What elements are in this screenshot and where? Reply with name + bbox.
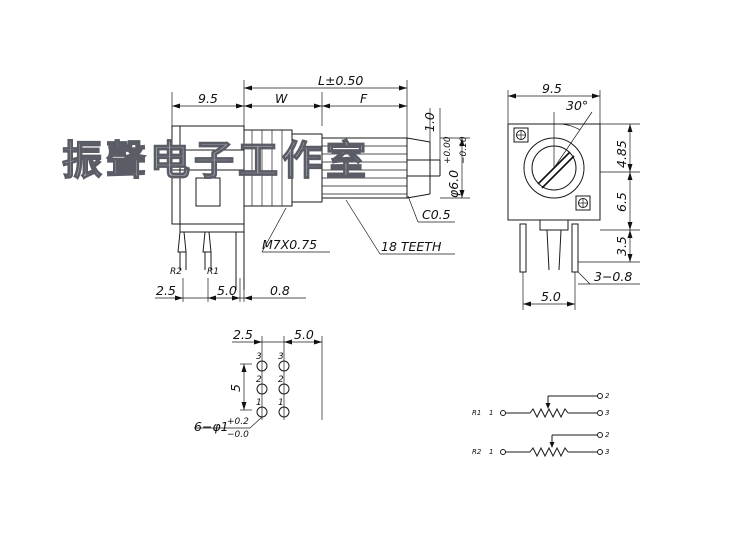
dim-f: F bbox=[360, 91, 368, 106]
dim-shaft-diameter: φ6.0 bbox=[446, 170, 461, 198]
schematic-r1-pin1: 1 bbox=[489, 409, 493, 417]
dim-front-mid: 6.5 bbox=[614, 192, 629, 212]
pad-label: 2 bbox=[256, 375, 262, 385]
schematic: R1 1 3 2 R2 1 3 2 bbox=[472, 392, 610, 458]
label-chamfer: C0.5 bbox=[422, 207, 451, 222]
dim-shaft-tol-lower: −0.10 bbox=[459, 136, 469, 164]
dim-fp-hole: 6−φ1 bbox=[194, 419, 229, 434]
watermark-text: 振聲电子工作室 bbox=[62, 137, 370, 184]
dim-body-depth: 9.5 bbox=[198, 91, 218, 106]
dim-w: W bbox=[275, 91, 288, 106]
pin-label-r2: R2 bbox=[170, 267, 182, 277]
schematic-r2-pin3: 3 bbox=[605, 448, 609, 456]
pad-label: 3 bbox=[256, 352, 262, 362]
label-teeth: 18 TEETH bbox=[381, 239, 442, 254]
dim-shaft-tol-upper: +0.00 bbox=[443, 136, 453, 164]
pad-label: 1 bbox=[278, 398, 284, 408]
pcb-footprint: 2.5 5.0 5 3 3 2 2 1 1 6−φ1 +0.2 −0.0 bbox=[194, 327, 323, 440]
dim-fp-hole-tol-lower: −0.0 bbox=[227, 430, 249, 440]
side-view: L±0.50 9.5 W F bbox=[155, 73, 470, 302]
dim-top-offset: 1.0 bbox=[422, 112, 437, 132]
pad-label: 3 bbox=[278, 352, 284, 362]
dim-pin-a: 2.5 bbox=[156, 283, 176, 298]
dim-pin-b: 5.0 bbox=[217, 283, 237, 298]
schematic-r2-pin1: 1 bbox=[489, 448, 493, 456]
dim-pin-c: 0.8 bbox=[270, 283, 290, 298]
schematic-r1-pin3: 3 bbox=[605, 409, 609, 417]
dim-front-width: 9.5 bbox=[542, 81, 562, 96]
schematic-r2-name: R2 bbox=[472, 448, 482, 456]
dim-front-pin-pitch: 5.0 bbox=[541, 289, 561, 304]
pad-label: 2 bbox=[278, 375, 284, 385]
pin-label-r1: R1 bbox=[207, 267, 219, 277]
dim-fp-col-pitch: 5.0 bbox=[294, 327, 314, 342]
dim-front-pin-offset: 3−0.8 bbox=[594, 269, 632, 284]
pad-label: 1 bbox=[256, 398, 262, 408]
dim-fp-row-pitch: 2.5 bbox=[233, 327, 253, 342]
dim-front-upper: 4.85 bbox=[614, 140, 629, 168]
dim-front-lower: 3.5 bbox=[614, 236, 629, 256]
dim-fp-hole-tol-upper: +0.2 bbox=[227, 417, 249, 427]
dim-overall-length: L±0.50 bbox=[318, 73, 363, 88]
schematic-r1-pin2: 2 bbox=[605, 392, 610, 400]
dim-fp-vertical: 5 bbox=[228, 384, 243, 392]
label-thread: M7X0.75 bbox=[262, 237, 317, 252]
front-view: 9.5 30° 4.85 bbox=[507, 81, 640, 310]
dim-front-angle: 30° bbox=[566, 98, 588, 113]
schematic-r1-name: R1 bbox=[472, 409, 481, 417]
schematic-r2-pin2: 2 bbox=[605, 431, 610, 439]
